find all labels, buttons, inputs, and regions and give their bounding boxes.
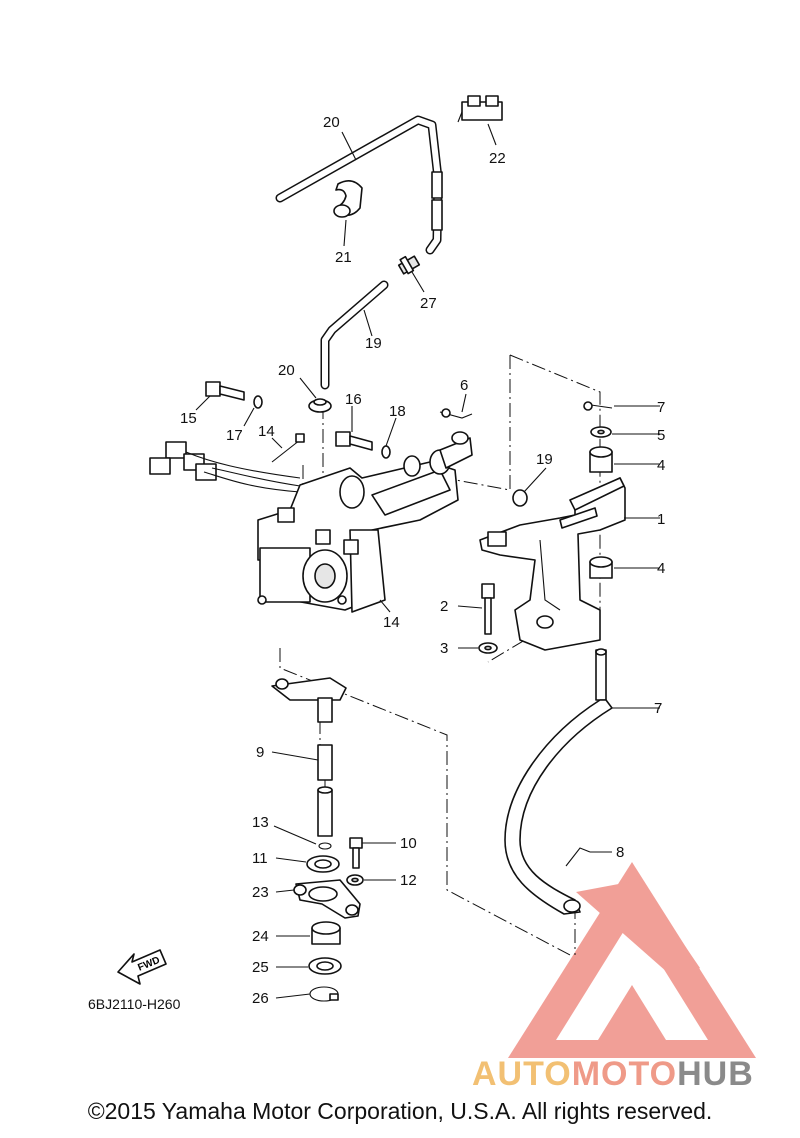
callout-22: 19	[365, 335, 382, 352]
lever-10	[293, 879, 361, 919]
callout-2: 2	[440, 598, 448, 615]
callout-3: 3	[440, 640, 448, 657]
callout-19-left: 15	[180, 410, 197, 427]
callout-7-left: 6	[460, 377, 468, 394]
cotter-pin-7-right	[583, 401, 613, 411]
clip-8	[565, 847, 591, 867]
fwd-arrow-icon: FWD	[117, 949, 167, 985]
callout-21: 19	[536, 451, 553, 468]
o-ring-16	[318, 842, 332, 850]
vapor-hose-22	[320, 280, 389, 390]
watermark-auto: AUTO	[472, 1055, 572, 1093]
watermark-hub: HUB	[677, 1055, 754, 1093]
hose-clamp-25	[333, 180, 363, 218]
washer-14-upper	[306, 855, 340, 873]
callout-13: 24	[252, 928, 269, 945]
cable-tie-18	[271, 433, 305, 463]
shaft-assembly-9	[271, 677, 347, 837]
bushing-4-upper	[589, 446, 613, 473]
callout-11: 10	[400, 835, 417, 852]
washer-3	[478, 642, 498, 654]
callout-6: 5	[657, 427, 665, 444]
callout-4-lower: 4	[657, 560, 665, 577]
bracket-1	[479, 477, 626, 651]
circlip-15	[309, 986, 339, 1002]
callout-23: 20	[278, 362, 295, 379]
callout-10: 23	[252, 884, 269, 901]
actuator-assembly-17	[257, 431, 473, 613]
callout-4-upper: 4	[657, 457, 665, 474]
callout-24: 20	[323, 114, 340, 131]
callout-5: 7	[654, 700, 662, 717]
washer-14-lower	[308, 957, 342, 975]
bushing-13	[311, 921, 341, 945]
callout-26: 22	[489, 150, 506, 167]
callout-7-right: 7	[657, 399, 665, 416]
callout-9: 9	[256, 744, 264, 761]
cotter-pin-7-left	[439, 408, 473, 419]
bushing-4-lower	[589, 556, 613, 579]
callout-1: 1	[657, 511, 665, 528]
watermark-moto: MOTO	[571, 1055, 678, 1093]
callout-15: 26	[252, 990, 269, 1007]
washer-12	[346, 874, 364, 886]
callout-14-upper: 11	[252, 850, 268, 867]
watermark-logo-icon	[508, 862, 756, 1058]
watermark-wordmark: AUTOMOTOHUB	[472, 1055, 754, 1094]
callout-27: 27	[420, 295, 437, 312]
callout-19-right: 16	[345, 391, 362, 408]
fitting-27	[397, 255, 421, 275]
bolt-2	[481, 583, 495, 635]
vapor-hose-24	[275, 115, 443, 255]
bolt-19-left	[205, 381, 263, 409]
clamp-23	[308, 398, 332, 413]
callout-18: 14	[258, 423, 275, 440]
collar-21	[512, 489, 528, 507]
callout-20-left: 17	[226, 427, 243, 444]
callout-20-right: 18	[389, 403, 406, 420]
callout-labels: 20 22 21 27 19 20 15 17 16 18 14 6 7 5 4…	[180, 114, 665, 1007]
bolt-19-right	[335, 431, 391, 459]
washer-6	[590, 426, 612, 438]
callout-leaders	[195, 123, 660, 999]
callout-25: 21	[335, 249, 352, 266]
bolt-11	[349, 837, 363, 869]
hose-clip-26	[457, 95, 503, 123]
callout-17: 14	[383, 614, 400, 631]
callout-14-lower: 25	[252, 959, 269, 976]
callout-12: 12	[400, 872, 417, 889]
link-rod-5	[504, 648, 613, 915]
callout-16: 13	[252, 814, 269, 831]
diagram-code: 6BJ2110-H260	[88, 996, 181, 1012]
callout-8: 8	[616, 844, 624, 861]
copyright-notice: ©2015 Yamaha Motor Corporation, U.S.A. A…	[87, 1098, 713, 1124]
